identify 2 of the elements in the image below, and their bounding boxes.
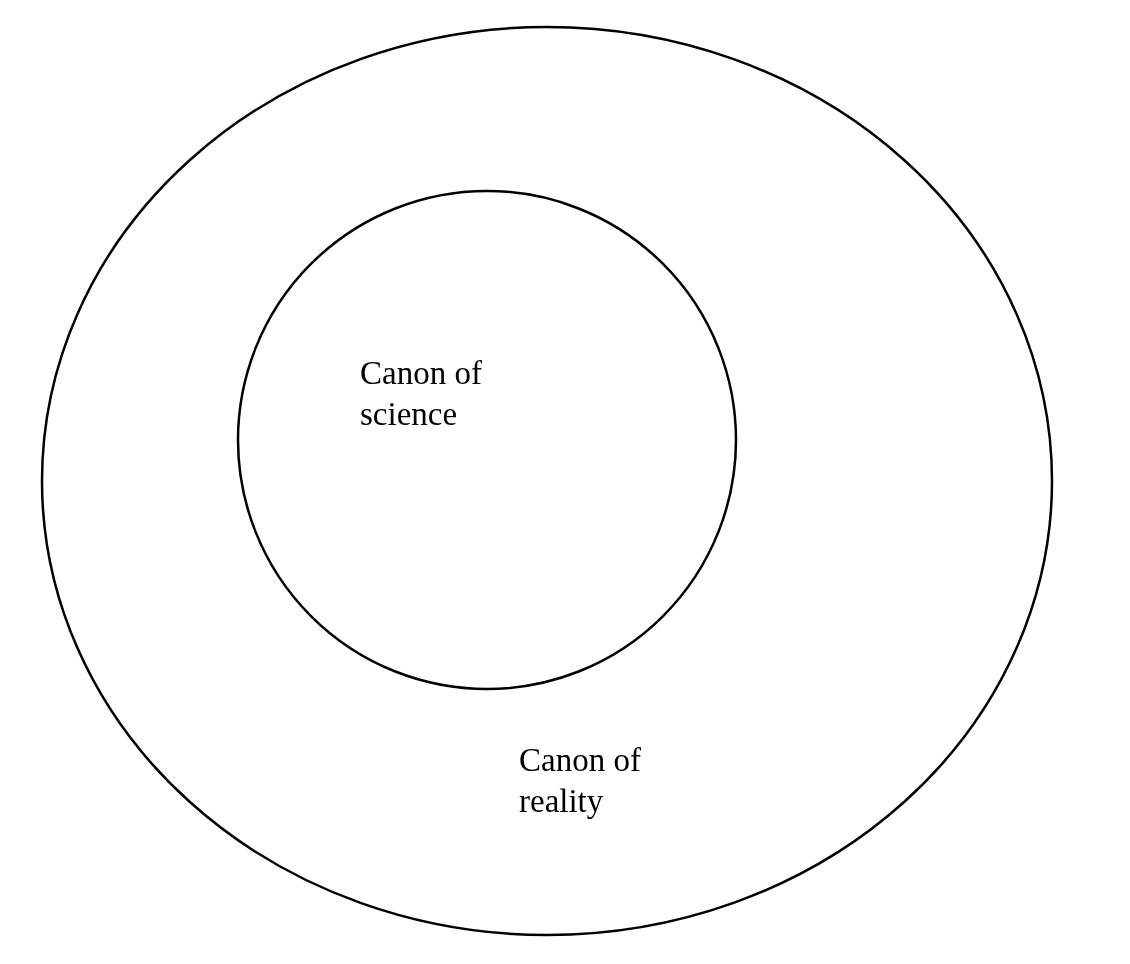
node-label: Canon of reality [519,741,642,822]
node-label: Canon of science [360,354,483,435]
